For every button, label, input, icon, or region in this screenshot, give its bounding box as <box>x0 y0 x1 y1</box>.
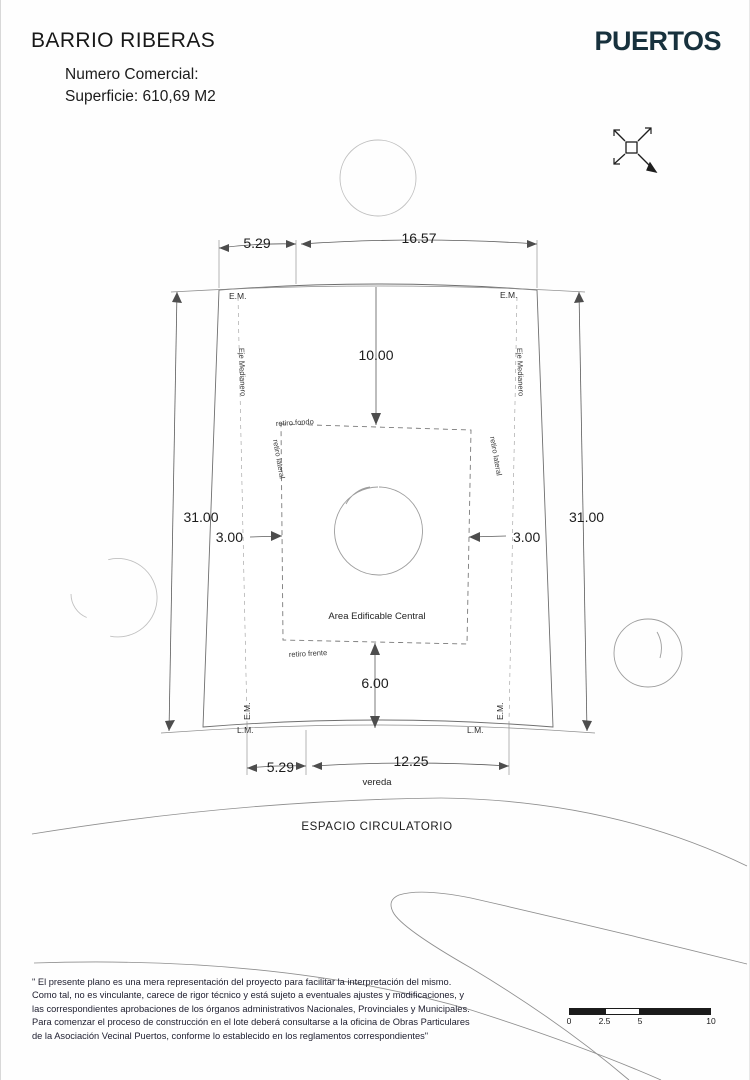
numero-comercial-label: Numero Comercial: <box>65 66 199 83</box>
label-eje-medianero-left: Eje Medianero <box>237 348 248 397</box>
lot-top-extension <box>170 285 586 293</box>
dim-left-side: 31.00 <box>183 509 218 525</box>
dim-setback-rear: 10.00 <box>358 347 393 363</box>
label-em-top-right: E.M. <box>500 290 517 300</box>
north-arrow-icon <box>613 127 658 173</box>
label-em-bottom-left: E.M. <box>242 703 252 720</box>
scale-tick-1: 2.5 <box>598 1016 611 1026</box>
tree-circle-center <box>334 486 423 576</box>
label-espacio-circulatorio: ESPACIO CIRCULATORIO <box>301 821 452 833</box>
label-em-bottom-right: E.M. <box>495 703 505 720</box>
label-area-edificable: Area Edificable Central <box>328 611 425 622</box>
dim-top-right: 16.57 <box>401 230 436 246</box>
disclaimer-line-2: Como tal, no es vinculante, carece de ri… <box>32 990 465 1001</box>
dim-setback-right: 3.00 <box>513 529 540 545</box>
label-lm-bottom-right: L.M. <box>467 725 484 735</box>
top-dimension-group: 5.29 16.57 <box>218 230 538 288</box>
dim-bottom-right: 12.25 <box>393 753 428 769</box>
label-em-top-left: E.M. <box>229 291 246 301</box>
scale-segment-3 <box>640 1008 711 1015</box>
lot-boundary <box>202 283 554 728</box>
label-lm-bottom-left: L.M. <box>237 725 254 735</box>
tree-circle-right-accent <box>656 631 662 659</box>
dim-top-left: 5.29 <box>243 235 270 251</box>
area-edificable-boundary <box>280 423 472 645</box>
scale-tick-3: 10 <box>706 1016 716 1026</box>
scale-tick-0: 0 <box>566 1016 572 1026</box>
setback-front-dim: 6.00 <box>361 643 389 728</box>
label-vereda: vereda <box>362 777 392 788</box>
espacio-circulatorio-group: ESPACIO CIRCULATORIO <box>31 797 748 1080</box>
eje-medianero-left-line <box>237 296 248 723</box>
lot-bottom-extension <box>160 724 596 734</box>
dim-right-side: 31.00 <box>569 509 604 525</box>
tree-circle-right <box>613 618 683 688</box>
setback-right-dim: 3.00 <box>468 529 540 545</box>
scale-segment-2 <box>604 1008 640 1015</box>
scale-bar-labels: 0 2.5 5 10 <box>566 1016 716 1028</box>
puertos-logo: PUERTOS <box>594 26 721 56</box>
dim-bottom-left: 5.29 <box>267 759 294 775</box>
left-dimension-group: 31.00 <box>165 291 219 732</box>
scale-bar-segments <box>569 1008 711 1015</box>
page-title: BARRIO RIBERAS <box>31 29 216 52</box>
disclaimer-line-5: de la Asociación Vecinal Puertos, confor… <box>32 1030 429 1041</box>
setback-rear-dim: 10.00 <box>358 287 394 425</box>
superficie-line: Superficie: 610,69 M2 <box>65 88 216 105</box>
label-retiro-frente: retiro frente <box>289 648 328 659</box>
disclaimer-line-3: las correspondientes aprobaciones de los… <box>32 1003 470 1014</box>
bottom-dimension-group: 5.29 12.25 <box>246 722 510 775</box>
setback-left-dim: 3.00 <box>216 529 283 545</box>
numero-comercial-line: Numero Comercial: <box>65 66 243 84</box>
scale-bar: 0 2.5 5 10 <box>566 1008 716 1028</box>
label-retiro-fondo: retiro fondo <box>276 417 314 428</box>
dim-setback-left: 3.00 <box>216 529 243 545</box>
dim-setback-front: 6.00 <box>361 675 388 691</box>
tree-circle-left <box>70 558 158 638</box>
disclaimer-line-4: Para comenzar el proceso de construcción… <box>32 1017 470 1028</box>
disclaimer-line-1: " El presente plano es una mera represen… <box>32 977 452 987</box>
tree-circle-top <box>339 139 417 217</box>
label-eje-medianero-right: Eje Medianero <box>515 348 526 397</box>
eje-medianero-right-line <box>508 296 518 723</box>
scale-tick-2: 5 <box>637 1016 643 1026</box>
disclaimer-text: " El presente plano es una mera represen… <box>32 976 552 1043</box>
scale-segment-1 <box>569 1008 605 1015</box>
right-dimension-group: 31.00 <box>569 291 604 732</box>
